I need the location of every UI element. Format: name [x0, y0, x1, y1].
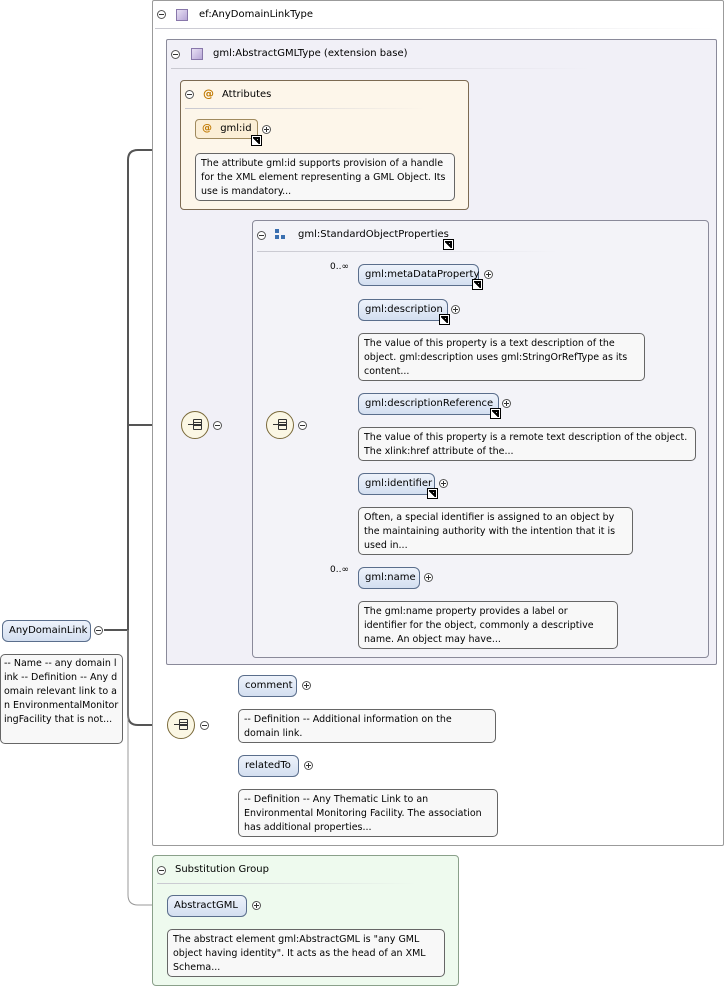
title-underline	[157, 883, 417, 884]
gml-descriptionreference-element[interactable]: gml:descriptionReference	[358, 393, 499, 415]
element-label: AbstractGML	[174, 900, 238, 911]
relatedto-element[interactable]: relatedTo	[238, 755, 299, 777]
element-label: relatedTo	[245, 760, 291, 771]
attribute-icon: @	[202, 123, 212, 134]
sequence-icon[interactable]	[167, 711, 195, 739]
element-label: gml:identifier	[365, 478, 433, 489]
abstractgml-doc: The abstract element gml:AbstractGML is …	[167, 929, 445, 977]
abstractgml-element[interactable]: AbstractGML	[167, 895, 247, 917]
title-underline	[185, 108, 425, 109]
gml-id-attribute[interactable]: @ gml:id	[195, 119, 258, 139]
comment-element[interactable]: comment	[238, 675, 297, 697]
expand-icon[interactable]	[484, 270, 493, 279]
group-title: gml:StandardObjectProperties	[298, 229, 449, 240]
expand-icon[interactable]	[262, 125, 271, 134]
gml-id-doc: The attribute gml:id supports provision …	[195, 153, 455, 201]
gml-descriptionreference-doc: The value of this property is a remote t…	[358, 427, 696, 461]
expand-icon[interactable]	[302, 681, 311, 690]
title-underline	[155, 28, 715, 29]
collapse-icon[interactable]	[213, 421, 222, 430]
title-underline	[171, 68, 591, 69]
gml-name-element[interactable]: gml:name	[358, 567, 420, 589]
collapse-icon[interactable]	[185, 90, 194, 99]
element-label: comment	[245, 680, 293, 691]
title-underline	[257, 251, 557, 252]
collapse-icon[interactable]	[200, 721, 209, 730]
gml-name-doc: The gml:name property provides a label o…	[358, 601, 618, 649]
expand-icon[interactable]	[424, 573, 433, 582]
attribute-icon: @	[203, 87, 214, 100]
extension-title: gml:AbstractGMLType (extension base)	[213, 48, 408, 59]
group-icon	[275, 229, 287, 241]
element-label: gml:name	[365, 572, 416, 583]
complex-type-icon	[191, 48, 203, 60]
expand-icon[interactable]	[304, 761, 313, 770]
cardinality-label: 0..∞	[330, 262, 349, 272]
collapse-icon[interactable]	[157, 10, 166, 19]
collapse-icon[interactable]	[94, 626, 103, 635]
link-arrow-icon[interactable]	[443, 239, 454, 250]
any-domain-link-doc: -- Name -- any domain link -- Definition…	[0, 654, 123, 744]
link-arrow-icon[interactable]	[427, 488, 438, 499]
collapse-icon[interactable]	[171, 50, 180, 59]
expand-icon[interactable]	[252, 901, 261, 910]
complex-type-icon	[176, 9, 188, 21]
collapse-icon[interactable]	[298, 421, 307, 430]
gml-identifier-element[interactable]: gml:identifier	[358, 473, 435, 495]
type-title: ef:AnyDomainLinkType	[199, 9, 314, 20]
cardinality-label: 0..∞	[330, 565, 349, 575]
any-domain-link-element[interactable]: AnyDomainLink	[2, 620, 91, 642]
sequence-icon[interactable]	[266, 411, 294, 439]
gml-metadataproperty-element[interactable]: gml:metaDataProperty	[358, 264, 479, 286]
gml-description-element[interactable]: gml:description	[358, 299, 448, 321]
expand-icon[interactable]	[502, 399, 511, 408]
expand-icon[interactable]	[439, 479, 448, 488]
collapse-icon[interactable]	[157, 866, 166, 875]
link-arrow-icon[interactable]	[251, 135, 262, 146]
element-label: gml:metaDataProperty	[365, 269, 480, 280]
substitution-title: Substitution Group	[175, 864, 269, 875]
link-arrow-icon[interactable]	[439, 314, 450, 325]
collapse-icon[interactable]	[257, 231, 266, 240]
expand-icon[interactable]	[451, 305, 460, 314]
link-arrow-icon[interactable]	[472, 279, 483, 290]
sequence-icon[interactable]	[181, 411, 209, 439]
gml-id-label: gml:id	[220, 123, 252, 134]
gml-description-doc: The value of this property is a text des…	[358, 333, 645, 381]
comment-doc: -- Definition -- Additional information …	[238, 709, 496, 743]
gml-identifier-doc: Often, a special identifier is assigned …	[358, 507, 633, 555]
link-arrow-icon[interactable]	[490, 408, 501, 419]
element-label: gml:description	[365, 304, 443, 315]
element-label: AnyDomainLink	[9, 625, 88, 636]
relatedto-doc: -- Definition -- Any Thematic Link to an…	[238, 789, 498, 837]
element-label: gml:descriptionReference	[365, 398, 494, 409]
attributes-title: Attributes	[222, 89, 272, 100]
